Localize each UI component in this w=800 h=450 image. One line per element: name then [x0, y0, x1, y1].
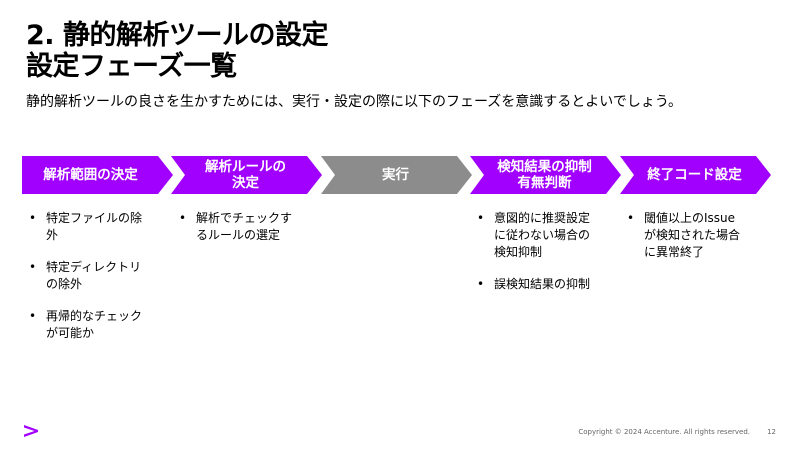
copyright-text: Copyright © 2024 Accenture. All rights r…	[578, 428, 750, 436]
phase-label: 終了コード設定	[647, 167, 742, 183]
list-item: 特定ディレクトリの除外	[26, 259, 148, 293]
accenture-logo-icon	[24, 425, 38, 437]
phase-label: 解析ルールの決定	[205, 159, 286, 191]
phase-details-exit-code: 閾値以上のIssueが検知された場合に異常終了	[624, 210, 746, 276]
phase-chevron-scope: 解析範囲の決定	[22, 156, 173, 194]
list-item: 特定ファイルの除外	[26, 210, 148, 244]
phase-details-scope: 特定ファイルの除外 特定ディレクトリの除外 再帰的なチェックが可能か	[26, 210, 148, 357]
list-item: 意図的に推奨設定に従わない場合の検知抑制	[474, 210, 596, 261]
phase-chevron-execute: 実行	[321, 156, 472, 194]
slide-title-line-1: 2. 静的解析ツールの設定	[26, 20, 328, 51]
phase-label: 検知結果の抑制有無判断	[497, 159, 592, 191]
phase-details-rules: 解析でチェックするルールの選定	[176, 210, 298, 259]
list-item: 解析でチェックするルールの選定	[176, 210, 298, 244]
phase-chevron-exit-code: 終了コード設定	[620, 156, 771, 194]
list-item: 再帰的なチェックが可能か	[26, 308, 148, 342]
phase-label: 実行	[382, 167, 409, 183]
list-item: 閾値以上のIssueが検知された場合に異常終了	[624, 210, 746, 261]
slide-title: 2. 静的解析ツールの設定 設定フェーズ一覧	[26, 20, 328, 82]
slide-title-line-2: 設定フェーズ一覧	[26, 51, 237, 82]
phase-chevron-rules: 解析ルールの決定	[171, 156, 322, 194]
phase-chevron-suppression: 検知結果の抑制有無判断	[470, 156, 621, 194]
page-number: 12	[767, 428, 776, 436]
phase-details-suppression: 意図的に推奨設定に従わない場合の検知抑制 誤検知結果の抑制	[474, 210, 596, 308]
phase-flow: 解析範囲の決定 解析ルールの決定 実行 検知結果の抑制有無判断 終了コード設定	[0, 156, 800, 196]
list-item: 誤検知結果の抑制	[474, 276, 596, 293]
phase-label: 解析範囲の決定	[43, 167, 138, 183]
intro-text: 静的解析ツールの良さを生かすためには、実行・設定の際に以下のフェーズを意識すると…	[26, 94, 683, 110]
